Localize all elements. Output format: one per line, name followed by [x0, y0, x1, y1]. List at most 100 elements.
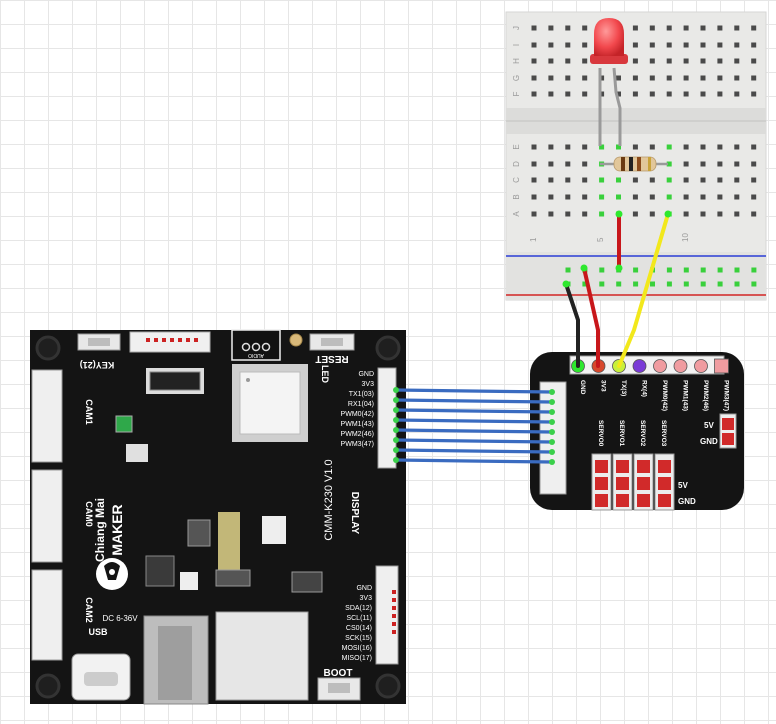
main-board-pin-label: PWM1(43): [341, 421, 374, 428]
breadboard-hole: [582, 75, 588, 81]
breadboard-row-label: D: [512, 161, 521, 167]
breadboard-hole: [683, 91, 689, 97]
wire-endpoints: [562, 210, 672, 288]
ribbon-endpoint: [393, 417, 399, 423]
expansion-pin-label: GND: [579, 380, 586, 395]
boot-button[interactable]: [328, 683, 350, 693]
led-rim: [590, 54, 628, 64]
key-button[interactable]: [88, 338, 110, 346]
resistor-band-1: [621, 157, 625, 171]
servo-gnd-label: GND: [678, 497, 696, 506]
breadboard-hole: [649, 144, 655, 150]
main-board-top-pin-labels: GND3V3TX1(03)RX1(04)PWM0(42)PWM1(43)PWM2…: [341, 371, 375, 448]
rail-hole: [599, 281, 605, 287]
rail-hole: [616, 281, 622, 287]
breadboard-hole: [649, 25, 655, 31]
breadboard-hole: [649, 194, 655, 200]
breadboard-hole: [666, 161, 672, 167]
expansion-header-pin: [673, 359, 688, 373]
breadboard-hole: [717, 75, 723, 81]
breadboard-hole: [599, 144, 605, 150]
dc-input-label: DC 6-36V: [102, 614, 138, 623]
led-leg-long: [612, 67, 622, 146]
soc-chip: [239, 371, 301, 435]
breadboard-hole: [632, 25, 638, 31]
breadboard-row-label: G: [512, 75, 521, 81]
reset-label: RESET: [315, 353, 348, 364]
breadboard-hole: [582, 161, 588, 167]
expansion-header-pin: [653, 359, 667, 373]
breadboard-hole: [582, 25, 588, 31]
breadboard-hole: [734, 91, 740, 97]
breadboard-hole: [565, 211, 571, 217]
breadboard-hole: [531, 144, 537, 150]
cam0-connector: [31, 469, 63, 563]
expansion-board-pcb: [530, 352, 744, 510]
cam1-connector: [31, 369, 63, 463]
rail-hole: [582, 281, 588, 287]
cam2-label: CAM2: [84, 597, 94, 623]
expansion-pin-label: PWM3(47): [723, 380, 730, 411]
breadboard-hole: [751, 91, 757, 97]
breadboard-hole: [683, 144, 689, 150]
breadboard-hole: [582, 211, 588, 217]
breadboard-hole: [616, 194, 621, 200]
rail-hole: [666, 281, 672, 287]
breadboard-hole: [666, 75, 672, 81]
breadboard-hole: [582, 91, 588, 97]
ribbon-endpoint: [393, 397, 399, 403]
breadboard-hole: [616, 144, 621, 150]
wire-tx-yellow: [617, 212, 670, 368]
power-gnd-label: GND: [700, 437, 718, 446]
servo-pin: [595, 494, 608, 507]
breadboard-hole: [599, 91, 605, 97]
breadboard-hole: [734, 75, 740, 81]
main-board-bottom-pin-labels: GND3V3SDA(12)SCL(11)CS0(14)SCK(15)MOSI(1…: [342, 585, 372, 662]
ribbon-wire: [395, 398, 553, 404]
breadboard-hole: [565, 177, 571, 183]
ribbon-endpoint: [393, 437, 399, 443]
main-board-pin-label: SDA(12): [345, 605, 372, 612]
breadboard-row-label: J: [512, 26, 521, 30]
rail-hole: [717, 281, 723, 287]
ribbon-endpoint: [549, 459, 555, 465]
breadboard-hole: [632, 177, 638, 183]
breadboard-hole: [734, 194, 740, 200]
breadboard-hole: [700, 58, 706, 64]
breadboard-hole: [734, 161, 740, 167]
rail-hole: [683, 281, 689, 287]
rail-hole: [700, 281, 706, 287]
ribbon-endpoint: [549, 419, 555, 425]
main-board-header-top: [377, 367, 397, 469]
servo-label: SERVO0: [597, 420, 604, 447]
breadboard-hole: [599, 211, 605, 217]
power-ic: [145, 555, 175, 587]
breadboard-hole: [683, 42, 689, 48]
servo-pin: [616, 477, 629, 490]
breadboard-row-label: C: [512, 177, 521, 183]
breadboard-hole: [548, 58, 554, 64]
breadboard-hole: [700, 211, 706, 217]
breadboard-hole: [531, 75, 537, 81]
resistor: [600, 156, 668, 172]
wire-gnd-black: [564, 282, 580, 368]
sd-card-slot: [215, 611, 309, 701]
ribbon-endpoint: [549, 449, 555, 455]
main-board-pin-label: RX1(04): [348, 401, 374, 408]
resistor-band-3: [637, 157, 641, 171]
power-5v-label: 5V: [704, 421, 714, 430]
led-label: LED: [320, 365, 330, 384]
breadboard-hole: [548, 144, 554, 150]
breadboard-hole: [616, 91, 621, 97]
reset-button[interactable]: [321, 338, 343, 346]
expansion-pin-label: 3V3: [600, 380, 607, 392]
breadboard-hole: [717, 42, 723, 48]
resistor-band-2: [629, 157, 633, 171]
breadboard-row-label: H: [512, 58, 521, 64]
fpc-pins: [146, 338, 198, 342]
servo-pin: [658, 460, 671, 473]
audio-header: [231, 329, 281, 361]
breadboard-hole: [531, 58, 537, 64]
breadboard-row-label: I: [512, 44, 521, 46]
